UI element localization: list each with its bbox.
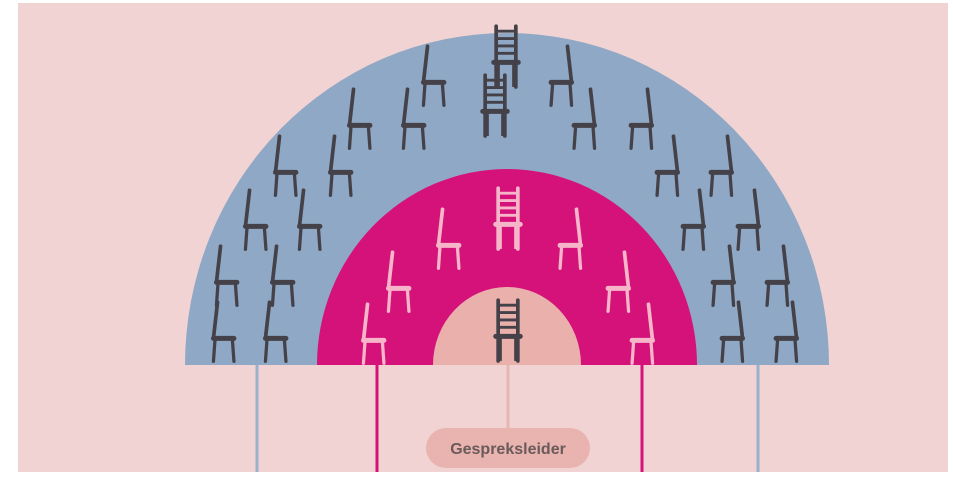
leader-label: Gespreksleider <box>426 428 590 468</box>
leader-label-text: Gespreksleider <box>450 441 566 458</box>
